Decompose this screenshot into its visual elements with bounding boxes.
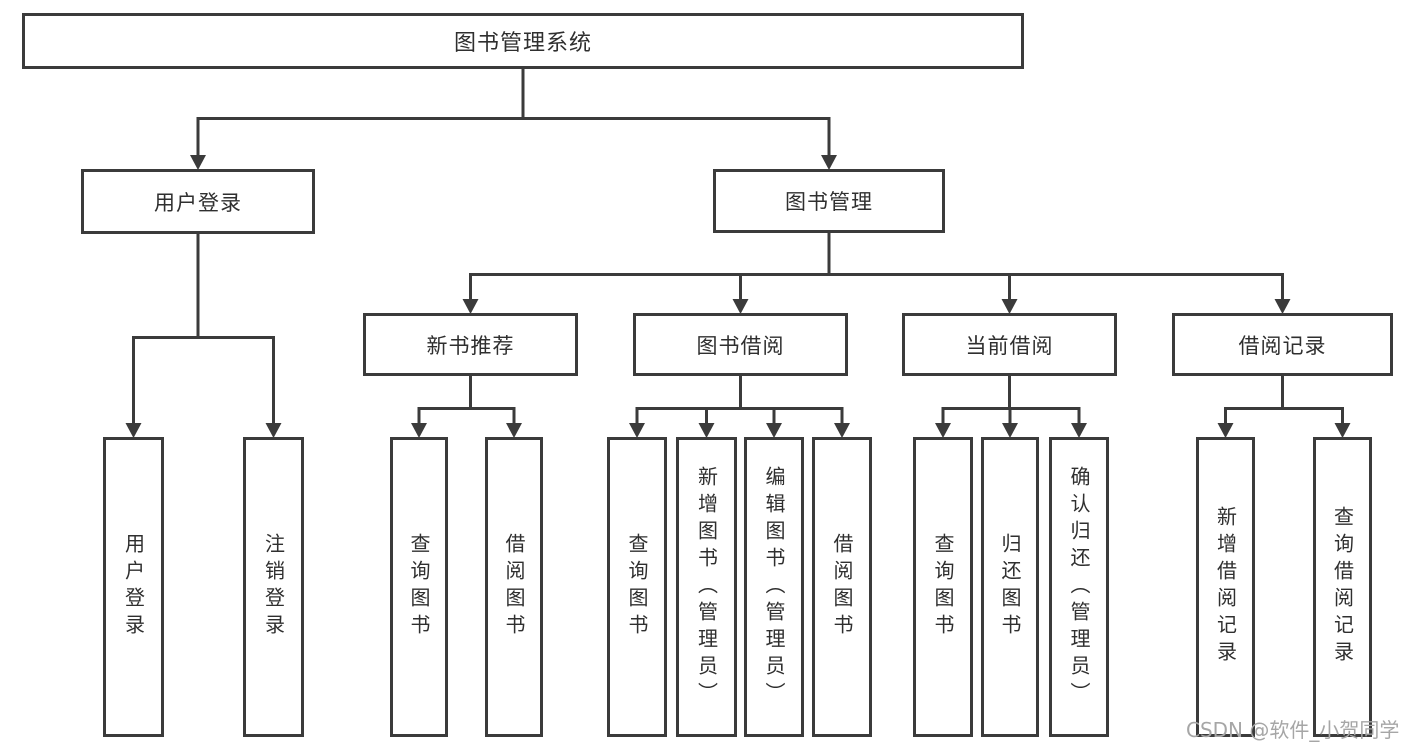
leaf-query-books-borrowing: 查询图书 [607, 437, 667, 737]
leaf-user-login: 用户登录 [103, 437, 164, 737]
leaf-label: 新增借阅记录 [1213, 506, 1238, 668]
leaf-label: 编辑图书（管理员） [762, 465, 786, 709]
leaf-label: 查询图书 [407, 533, 431, 641]
node-new-book-recommend: 新书推荐 [363, 313, 578, 376]
node-label: 新书推荐 [426, 333, 515, 358]
node-label: 图书管理系统 [453, 31, 592, 56]
node-book-borrowing: 图书借阅 [633, 313, 848, 376]
node-library-management-system: 图书管理系统 [22, 13, 1024, 69]
leaf-add-books-admin: 新增图书（管理员） [676, 437, 737, 737]
leaf-label: 借阅图书 [502, 533, 526, 641]
connector-new-book-recommend-children [411, 376, 522, 438]
connector-book-management-children [462, 232, 1291, 314]
leaf-query-borrow-record: 查询借阅记录 [1313, 437, 1372, 737]
leaf-label: 新增图书（管理员） [694, 465, 719, 709]
connector-book-borrowing-children [629, 376, 850, 438]
node-label: 图书管理 [785, 190, 873, 214]
leaf-label: 查询图书 [931, 533, 955, 641]
leaf-borrow-books-borrowing: 借阅图书 [812, 437, 872, 737]
connector-user-login-children [125, 234, 282, 438]
node-label: 用户登录 [154, 190, 242, 215]
leaf-query-books-recommend: 查询图书 [390, 437, 448, 737]
leaf-confirm-return-admin: 确认归还（管理员） [1049, 437, 1109, 737]
leaf-query-books-current: 查询图书 [913, 437, 973, 737]
connector-root-to-level2 [190, 69, 837, 170]
leaf-add-borrow-record: 新增借阅记录 [1196, 437, 1255, 737]
leaf-edit-books-admin: 编辑图书（管理员） [744, 437, 804, 737]
leaf-label: 确认归还（管理员） [1067, 465, 1091, 709]
leaf-return-books: 归还图书 [981, 437, 1039, 737]
leaf-logout-login: 注销登录 [243, 437, 304, 737]
node-current-borrowing: 当前借阅 [902, 313, 1117, 376]
node-label: 借阅记录 [1238, 333, 1327, 358]
leaf-label: 用户登录 [121, 533, 146, 641]
leaf-borrow-books-recommend: 借阅图书 [485, 437, 543, 737]
node-label: 当前借阅 [965, 333, 1054, 358]
leaf-label: 注销登录 [261, 533, 286, 641]
node-label: 图书借阅 [696, 333, 785, 358]
csdn-watermark: CSDN @软件_小贺同学 [1186, 718, 1400, 742]
leaf-label: 查询图书 [625, 533, 649, 641]
leaf-label: 查询借阅记录 [1330, 506, 1355, 668]
node-book-management: 图书管理 [713, 169, 945, 233]
node-borrow-records: 借阅记录 [1172, 313, 1393, 376]
leaf-label: 借阅图书 [830, 533, 854, 641]
leaf-label: 归还图书 [998, 533, 1022, 641]
node-user-login: 用户登录 [81, 169, 315, 234]
connector-borrow-records-children [1217, 376, 1351, 438]
connector-current-borrowing-children [935, 376, 1087, 438]
